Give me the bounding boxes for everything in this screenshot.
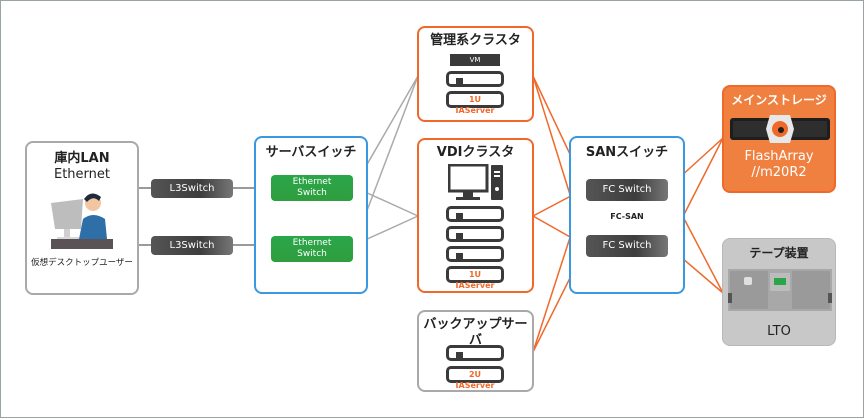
flasharray-name: FlashArray (744, 149, 814, 164)
desktop-pc-icon (448, 164, 503, 200)
lan-title-line1: 庫内LAN (54, 151, 110, 166)
lan-box: 庫内LAN Ethernet 仮想デスクトップユーザー (25, 141, 139, 295)
flasharray-device-icon (730, 115, 830, 143)
ethernet-switch-2: Ethernet Switch (271, 236, 353, 262)
fc-switch-1: FC Switch (586, 179, 668, 201)
vdi-server-icon-3 (446, 246, 504, 262)
mgmt-cluster-title: 管理系クラスタ (430, 33, 521, 48)
ethernet-switch-1-line1: Ethernet (292, 177, 332, 187)
ethernet-switch-2-line1: Ethernet (292, 238, 332, 248)
l3-switch-top: L3Switch (151, 179, 233, 198)
vdi-server-icon-2 (446, 226, 504, 242)
vdi-server-icon-1 (446, 206, 504, 222)
lan-title-line2: Ethernet (54, 167, 110, 182)
vdi-server-label: 1U IAServer (446, 266, 504, 290)
main-storage-box: メインストレージ FlashArray //m20R2 (722, 85, 836, 193)
tape-title: テープ装置 (749, 246, 809, 260)
mgmt-cluster-box: 管理系クラスタ VM 1U IAServer (417, 26, 534, 122)
ethernet-switch-1: Ethernet Switch (271, 175, 353, 201)
vdi-cluster-title: VDIクラスタ (436, 145, 515, 160)
backup-server-icon (446, 345, 504, 361)
vm-label: VM (450, 54, 500, 66)
san-switch-title: SANスイッチ (585, 145, 669, 160)
backup-server-box: バックアップサーバ 2U IAServer (417, 310, 534, 392)
fc-san-label: FC-SAN (610, 212, 644, 221)
mgmt-server-label: 1U IAServer (446, 91, 504, 115)
vdi-cluster-box: VDIクラスタ 1U IAServer (417, 138, 534, 293)
san-switch-box: SANスイッチ FC Switch FC-SAN FC Switch (569, 136, 685, 294)
l3-switch-bottom: L3Switch (151, 236, 233, 255)
mgmt-server-icon (446, 71, 504, 87)
lto-label: LTO (767, 324, 791, 339)
ethernet-switch-1-line2: Switch (297, 188, 327, 198)
fc-switch-2: FC Switch (586, 235, 668, 257)
flasharray-model: //m20R2 (751, 165, 807, 180)
backup-server-title: バックアップサーバ (423, 317, 528, 348)
backup-server-label: 2U IAServer (446, 366, 504, 390)
tape-box: テープ装置 LTO (722, 238, 836, 346)
server-switch-title: サーバスイッチ (265, 145, 357, 160)
server-switch-box: サーバスイッチ Ethernet Switch Ethernet Switch (254, 136, 368, 294)
virtual-desktop-user-label: 仮想デスクトップユーザー (31, 258, 133, 268)
desktop-user-icon (51, 193, 113, 249)
ethernet-switch-2-line2: Switch (297, 249, 327, 259)
main-storage-title: メインストレージ (731, 93, 827, 107)
tape-library-icon (728, 269, 832, 311)
